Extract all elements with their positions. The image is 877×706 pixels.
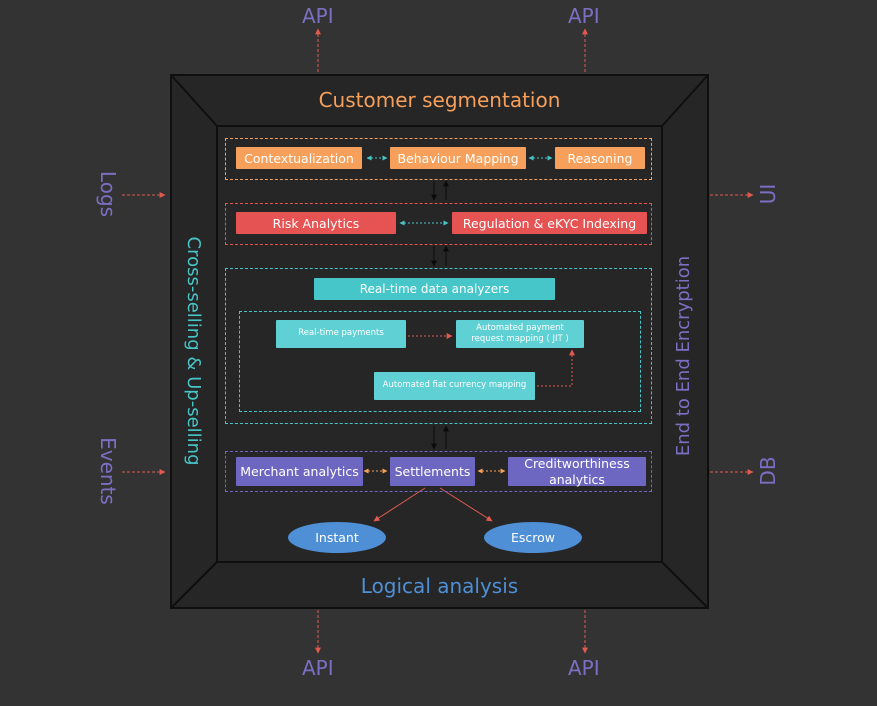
api-top-right-label: API — [568, 4, 600, 28]
cross-selling-label: Cross-selling & Up-selling — [183, 236, 204, 466]
regulation-ekyc-box: Regulation & eKYC Indexing — [452, 212, 647, 234]
events-label: Events — [96, 437, 120, 505]
escrow-node: Escrow — [484, 522, 582, 553]
risk-layer-container — [225, 203, 652, 245]
contextualization-box: Contextualization — [236, 147, 362, 169]
logical-analysis-title: Logical analysis — [360, 574, 519, 598]
customer-layer-container — [225, 138, 652, 180]
settlements-box: Settlements — [390, 457, 475, 486]
merchant-analytics-box: Merchant analytics — [236, 457, 363, 486]
encryption-label: End to End Encryption — [673, 255, 694, 457]
api-bottom-right-label: API — [568, 656, 600, 680]
creditworthiness-box: Creditworthiness analytics — [508, 456, 646, 487]
risk-analytics-box: Risk Analytics — [236, 212, 396, 234]
fiat-currency-mapping-box: Automated fiat currency mapping — [374, 372, 535, 400]
realtime-layer-container — [225, 268, 652, 424]
settlement-layer-container — [225, 451, 652, 492]
db-label: DB — [756, 456, 780, 486]
api-top-left-label: API — [302, 4, 334, 28]
realtime-analyzers-header: Real-time data analyzers — [314, 278, 555, 300]
ui-label: UI — [756, 183, 780, 205]
reasoning-box: Reasoning — [555, 147, 645, 169]
realtime-payments-box: Real-time payments — [276, 320, 406, 348]
automated-payment-request-box: Automated payment request mapping ( JIT … — [456, 320, 584, 348]
instant-node: Instant — [288, 522, 386, 553]
api-bottom-left-label: API — [302, 656, 334, 680]
logs-label: Logs — [96, 170, 120, 218]
realtime-inner-container — [239, 311, 641, 412]
customer-segmentation-title: Customer segmentation — [318, 88, 561, 112]
behaviour-mapping-box: Behaviour Mapping — [390, 147, 526, 169]
